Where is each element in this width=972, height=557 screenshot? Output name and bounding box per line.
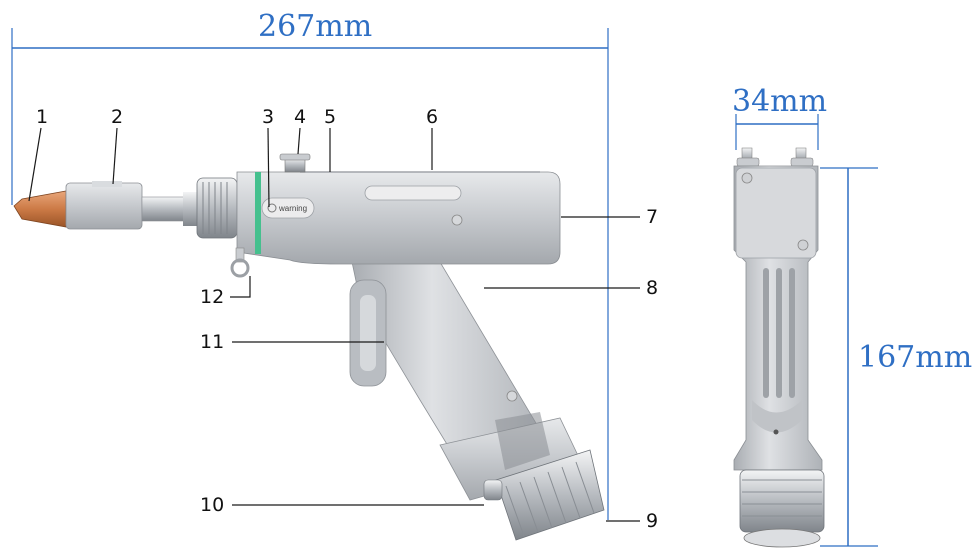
callout-12: 12 — [200, 286, 225, 308]
warning-label: warning — [278, 204, 307, 213]
callout-1: 1 — [36, 106, 49, 128]
welding-gun-back-view — [733, 147, 825, 548]
callout-3: 3 — [262, 106, 275, 128]
callout-4: 4 — [294, 106, 307, 128]
width-label: 34mm — [732, 84, 828, 119]
callout-9: 9 — [646, 510, 659, 532]
welding-gun-side-view: warning — [13, 153, 605, 541]
callout-8: 8 — [646, 277, 659, 299]
height-dimension — [820, 167, 878, 547]
callout-10: 10 — [200, 494, 225, 516]
width-dimension — [735, 114, 819, 150]
height-label: 167mm — [858, 340, 972, 375]
callout-5: 5 — [324, 106, 337, 128]
callout-7: 7 — [646, 206, 659, 228]
leader-lines — [28, 127, 640, 522]
callout-2: 2 — [111, 106, 124, 128]
callout-6: 6 — [426, 106, 439, 128]
length-label: 267mm — [258, 9, 373, 44]
length-dimension — [11, 28, 609, 520]
callout-11: 11 — [200, 331, 225, 353]
